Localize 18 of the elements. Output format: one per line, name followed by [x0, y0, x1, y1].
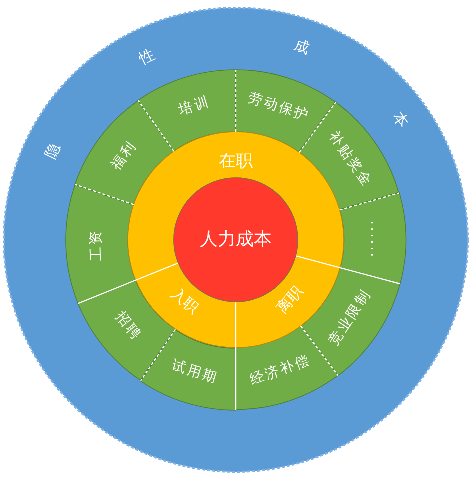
- ring-label: 性: [136, 46, 157, 68]
- center-label: 人力成本: [200, 230, 272, 250]
- segment-label: 试用期: [170, 358, 221, 388]
- segment-label: 入职: [168, 284, 202, 316]
- segment-label: ......: [367, 220, 383, 260]
- segment-label: 劳动保护: [246, 90, 312, 125]
- segment-label: 福利: [109, 138, 141, 174]
- segment-label: 在职: [219, 152, 253, 172]
- segment-label: 竞业限制: [326, 286, 376, 349]
- segment-label: 离职: [274, 284, 306, 317]
- segment-label: 补贴奖金: [325, 130, 374, 191]
- segment-label: 招聘: [112, 310, 144, 345]
- segment-label: 经济补偿: [248, 354, 314, 390]
- ring-label: 隐: [42, 140, 64, 161]
- ring-label: 成: [292, 36, 312, 58]
- segment-label: 工资: [88, 228, 106, 262]
- segment-label: 培训: [178, 95, 213, 120]
- ring-label: 本: [390, 109, 412, 131]
